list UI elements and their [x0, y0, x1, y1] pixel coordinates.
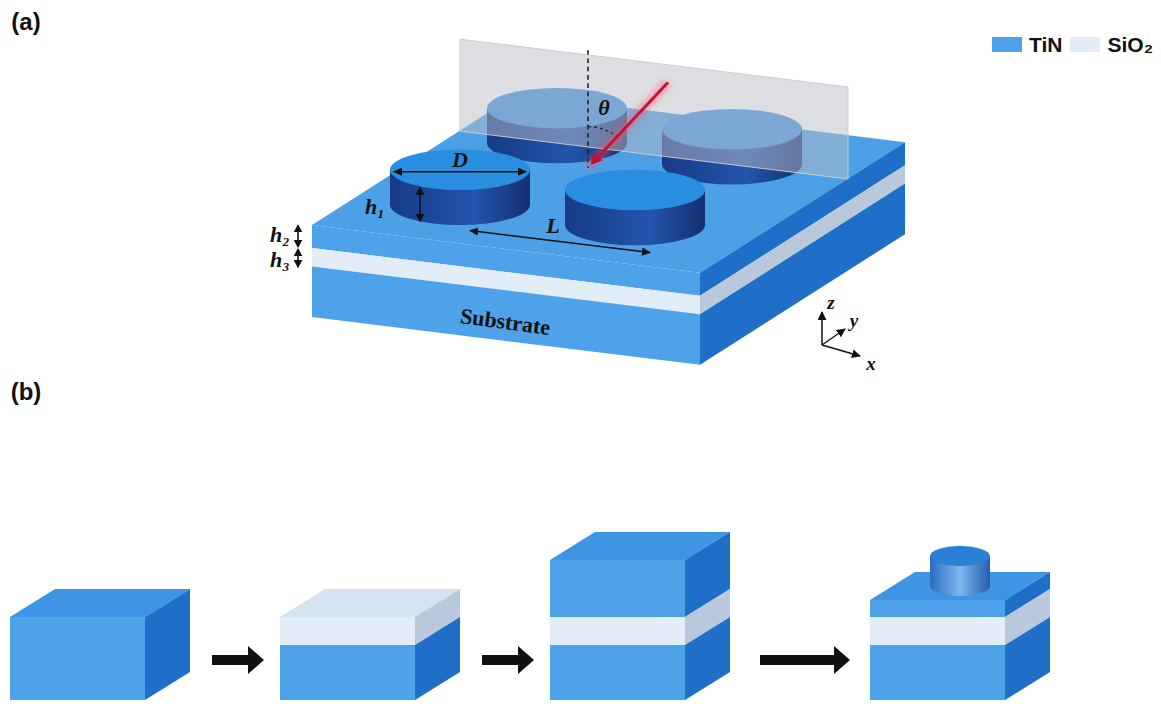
panel-label: (b) [11, 380, 42, 404]
process-step-3-part [550, 560, 685, 617]
dimension-label: h₂ [270, 224, 290, 246]
process-step-3-part [550, 617, 685, 645]
dimension-label: L [546, 215, 559, 237]
process-step-2-part [280, 645, 415, 700]
process-step-3-part [685, 617, 730, 700]
incidence-plane [460, 39, 848, 179]
process-step-2 [280, 589, 460, 700]
incident-beam-part [587, 50, 589, 168]
process-step-4-part [930, 546, 990, 566]
process-step-2-part [415, 617, 460, 700]
process-step-4-part [1005, 617, 1050, 700]
process-step-1 [10, 589, 190, 700]
axis-label: y [850, 311, 858, 330]
legend: TiN SiO₂ [992, 34, 1153, 55]
process-step-1-part [10, 617, 145, 700]
front-cylinders [390, 150, 705, 246]
axis-triad-part [822, 329, 845, 345]
front-cylinders-part [565, 170, 705, 210]
angle-label: θ [598, 97, 609, 119]
process-step-4 [870, 546, 1050, 700]
panel-a-drawing [298, 39, 905, 365]
axis-label: z [827, 293, 834, 312]
legend-entry: TiN [992, 34, 1062, 55]
dimension-label: D [452, 149, 468, 171]
process-step-1-part [145, 589, 190, 700]
dimension-arrows-part [419, 187, 421, 221]
dimension-arrows-part [394, 171, 526, 172]
front-cylinders-part [390, 150, 530, 190]
process-step-4-part [870, 600, 1005, 617]
process-step-2-part [280, 617, 415, 645]
dimension-label: h₃ [270, 249, 290, 271]
process-step-4-part [870, 645, 1005, 700]
process-arrows-part [212, 646, 264, 674]
dimension-arrows-part [297, 249, 299, 267]
incident-beam-part [588, 127, 617, 137]
axis-label: x [866, 354, 876, 373]
dimension-arrows-part [470, 231, 650, 253]
axis-triad-part [821, 312, 823, 345]
process-arrows-part [760, 646, 850, 674]
process-arrows [212, 646, 850, 674]
process-step-4-part [870, 617, 1005, 645]
legend-swatch [992, 37, 1022, 52]
legend-text: TiN [1029, 34, 1062, 55]
panel-label: (a) [11, 10, 40, 34]
incident-beam-part [588, 82, 668, 168]
layered-slab-part [312, 266, 700, 364]
layered-slab-part [700, 184, 905, 365]
legend-text: SiO₂ [1107, 34, 1153, 55]
axis-triad-part [822, 345, 860, 356]
process-step-3-part [550, 645, 685, 700]
legend-swatch [1070, 37, 1100, 52]
incident-beam-part [592, 82, 668, 163]
process-step-3 [550, 532, 730, 700]
dimension-arrows [298, 172, 650, 268]
incident-beam [588, 50, 668, 168]
dimension-label: h₁ [365, 196, 385, 218]
dimension-arrows-part [297, 225, 299, 247]
process-arrows-part [482, 646, 534, 674]
legend-entry: SiO₂ [1070, 34, 1153, 55]
